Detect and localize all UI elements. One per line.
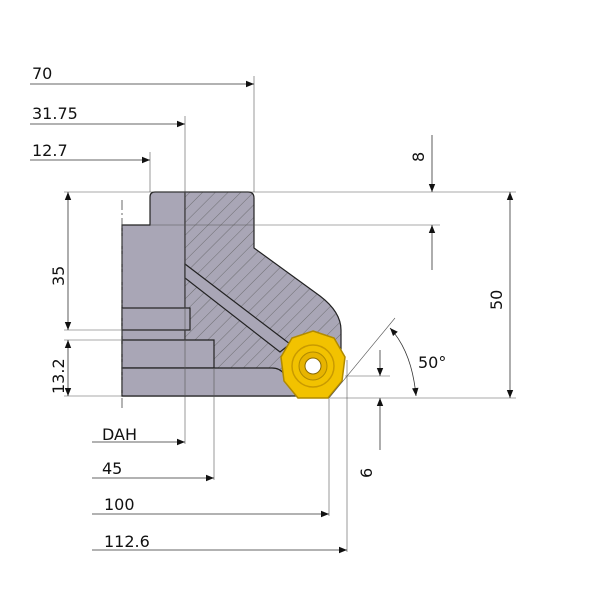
dim-dah: DAH — [102, 425, 137, 444]
dim-8: 8 — [409, 152, 428, 162]
dim-35: 35 — [49, 266, 68, 286]
dim-angle-50: 50° — [418, 353, 446, 372]
dim-50: 50 — [487, 290, 506, 310]
dim-6: 6 — [357, 468, 376, 478]
dim-70: 70 — [32, 64, 52, 83]
dim-100: 100 — [104, 495, 135, 514]
dim-112-6: 112.6 — [104, 532, 150, 551]
dim-12-7: 12.7 — [32, 141, 68, 160]
dim-13-2: 13.2 — [49, 358, 68, 394]
dim-31-75: 31.75 — [32, 104, 78, 123]
dimension-lines — [30, 80, 514, 554]
extension-lines — [64, 76, 516, 552]
insert — [280, 330, 346, 399]
dim-45: 45 — [102, 459, 122, 478]
